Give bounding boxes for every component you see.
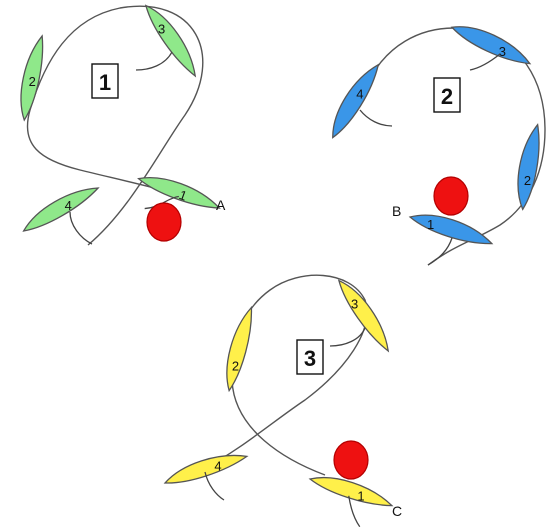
boat-hull	[20, 34, 44, 122]
boat-2: 2	[517, 123, 540, 211]
boat-3: 3	[144, 4, 197, 78]
boat-number: 3	[158, 22, 165, 37]
corner-letter: C	[392, 503, 402, 519]
boat-path	[204, 274, 368, 476]
boat-number: 2	[232, 358, 239, 373]
panel-3: 1 2 3 4 3 C	[163, 274, 402, 527]
boat-4: 4	[163, 454, 249, 484]
boat-1: 1	[408, 214, 494, 245]
boat-number: 3	[499, 44, 506, 59]
boat-number: 4	[65, 198, 72, 213]
boat-number: 2	[524, 173, 531, 188]
boat-hull	[226, 305, 253, 393]
boat-hull	[144, 4, 197, 78]
boat-number: 1	[357, 489, 364, 504]
panel-label: 3	[304, 346, 316, 371]
panel-1: 1 2 3 4 1 A	[20, 4, 226, 246]
boat-3: 3	[337, 279, 390, 353]
boat-2: 2	[226, 305, 253, 393]
boat-4: 4	[332, 63, 380, 139]
boat-hull	[137, 177, 221, 209]
corner-letter: A	[216, 197, 226, 213]
panel-label-box	[91, 63, 119, 99]
boat-3: 3	[450, 26, 532, 65]
boat-2: 2	[20, 34, 44, 122]
boat-hull	[517, 123, 540, 211]
boat-4: 4	[22, 187, 100, 232]
boat-hull	[450, 26, 532, 65]
boat-number: 1	[177, 187, 189, 204]
boat-path	[364, 27, 546, 266]
mark-buoy	[433, 176, 469, 216]
boat-hull	[332, 63, 380, 139]
boat-hull	[163, 454, 249, 484]
panel-2: 1 2 3 4 2 B	[332, 26, 546, 266]
panel-label: 2	[441, 84, 453, 109]
mark-buoy	[146, 202, 182, 242]
corner-letter: B	[392, 203, 401, 219]
boat-number: 3	[351, 297, 358, 312]
mark-buoy	[333, 440, 369, 480]
boat-hull	[408, 214, 494, 245]
boat-number: 4	[214, 459, 221, 474]
boat-hull	[337, 279, 390, 353]
panel-label: 1	[99, 70, 111, 95]
boat-hull	[308, 477, 394, 507]
boat-1: 1	[308, 477, 394, 527]
boat-number: 4	[356, 87, 363, 102]
boat-number: 2	[29, 74, 36, 89]
boat-hull	[22, 187, 100, 232]
panel-label-box	[433, 77, 461, 113]
panel-label-box	[296, 339, 324, 375]
boat-number: 1	[427, 217, 434, 232]
boat-path	[26, 5, 211, 246]
